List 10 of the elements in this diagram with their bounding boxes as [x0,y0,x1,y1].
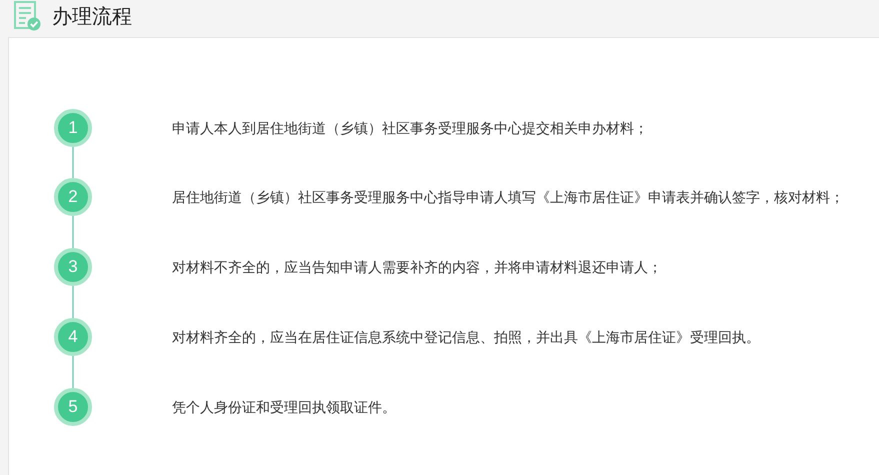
step-text: 居住地街道（乡镇）社区事务受理服务中心指导申请人填写《上海市居住证》申请表并确认签字，核对材料； [172,188,844,206]
step-text: 对材料不齐全的，应当告知申请人需要补齐的内容，并将申请材料退还申请人； [172,258,662,276]
connector-line [72,216,74,248]
connector-line [72,356,74,388]
step-text: 对材料齐全的，应当在居住证信息系统中登记信息、拍照，并出具《上海市居住证》受理回执。 [172,328,760,346]
page-title: 办理流程 [52,5,132,29]
step-text: 申请人本人到居住地街道（乡镇）社区事务受理服务中心提交相关申办材料； [172,119,648,137]
connector-line [72,147,74,178]
connector-line [72,286,74,318]
step-text: 凭个人身份证和受理回执领取证件。 [172,398,396,416]
